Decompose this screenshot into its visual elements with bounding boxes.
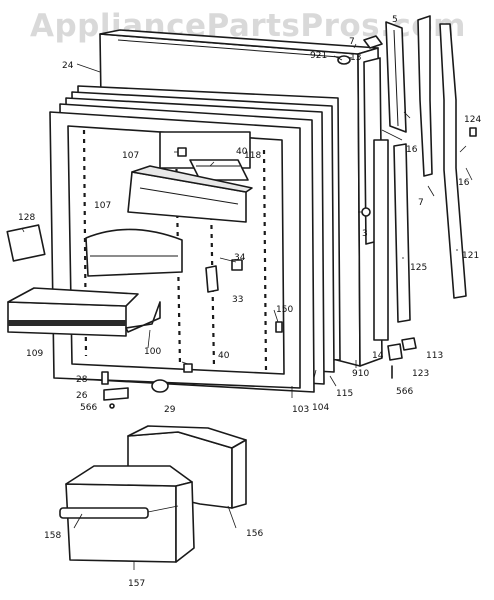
label-3: 3	[362, 229, 368, 239]
label-115: 115	[336, 389, 353, 399]
part-26	[103, 387, 129, 401]
label-107b: 107	[94, 201, 111, 211]
label-33: 33	[232, 295, 243, 305]
label-40b: 40	[218, 351, 230, 361]
part-labels: 5 7 13 921 24 16 16 124 7 107 107 118 40…	[18, 15, 481, 589]
label-150: 150	[276, 305, 293, 315]
label-7a: 7	[349, 37, 355, 47]
cap-150	[275, 321, 283, 333]
crisper-drawer-157	[59, 465, 195, 563]
label-14: 14	[372, 351, 384, 361]
part-28	[101, 371, 109, 385]
label-566-right: 566	[396, 387, 413, 397]
label-121: 121	[462, 251, 479, 261]
label-13: 13	[350, 53, 361, 63]
cap-34	[231, 259, 243, 271]
label-5: 5	[392, 15, 398, 25]
label-128: 128	[18, 213, 35, 223]
clip-13	[363, 35, 383, 49]
bumper-29	[151, 379, 169, 393]
screw-3	[361, 207, 371, 217]
label-40a: 40	[236, 147, 248, 157]
label-28: 28	[76, 375, 88, 385]
label-26: 26	[76, 391, 88, 401]
label-124: 124	[464, 115, 481, 125]
leader-lines	[21, 43, 473, 570]
door-handle-121	[417, 15, 467, 299]
screw-921	[337, 55, 351, 65]
label-24: 24	[62, 61, 74, 71]
label-157: 157	[128, 579, 145, 589]
label-103: 103	[292, 405, 309, 415]
label-104: 104	[312, 403, 329, 413]
bracket-100	[125, 301, 161, 333]
door-hinge-strip-5	[385, 21, 407, 133]
label-16b: 16	[458, 178, 470, 188]
label-29: 29	[164, 405, 176, 415]
shelf-118	[189, 159, 249, 181]
rail-128	[6, 224, 46, 262]
clip-113	[401, 337, 417, 351]
dairy-bin-107	[85, 228, 183, 277]
stop-40-lower	[183, 363, 193, 373]
label-100: 100	[144, 347, 161, 357]
stop-40-upper	[177, 147, 187, 157]
label-113: 113	[426, 351, 443, 361]
door-bin-109	[7, 287, 139, 337]
label-7b: 7	[418, 198, 424, 208]
label-107a: 107	[122, 151, 139, 161]
label-118: 118	[244, 151, 261, 161]
label-158: 158	[44, 531, 61, 541]
label-566-left: 566	[80, 403, 97, 413]
pin-124	[469, 127, 477, 137]
label-16a: 16	[406, 145, 418, 155]
label-125: 125	[410, 263, 427, 273]
label-34: 34	[234, 253, 246, 263]
label-156: 156	[246, 529, 263, 539]
screw-566-left	[109, 403, 115, 409]
label-123: 123	[412, 369, 429, 379]
shelf-107-upper	[127, 165, 253, 223]
door-handle-14	[373, 139, 389, 341]
door-handle-strip-125	[393, 143, 411, 323]
label-109: 109	[26, 349, 43, 359]
clip-123	[387, 343, 403, 361]
label-921: 921	[310, 51, 327, 61]
label-910: 910	[352, 369, 369, 379]
cover-33	[205, 265, 219, 293]
